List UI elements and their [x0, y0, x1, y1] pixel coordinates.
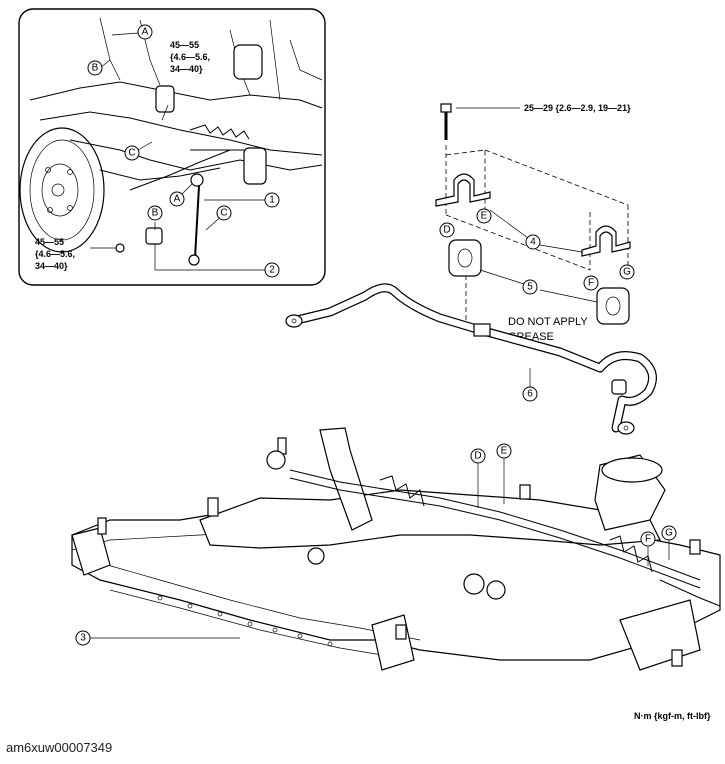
letter-B: B [92, 63, 99, 74]
mount-studs [97, 437, 701, 667]
letter-G-lower: G [661, 525, 677, 560]
callout-6: 6 [522, 386, 538, 402]
grease-note-line-1: DO NOT APPLY [508, 316, 588, 328]
torque-lower-line-2: {4.6—5.6, [35, 249, 75, 259]
callout-5: 5 [522, 279, 538, 295]
svg-text:E: E [481, 211, 488, 222]
torque-label-upper: 45—55 {4.6—5.6, 34—40} [170, 40, 210, 74]
letter-C: C [220, 208, 227, 219]
callout-2: 2 [264, 262, 280, 278]
callout-number-1: 1 [269, 195, 275, 206]
letter-E-upper: E [476, 208, 492, 224]
inset-letter-C-right: C [216, 205, 232, 221]
letter-F-upper: F [583, 275, 599, 291]
svg-text:3: 3 [80, 633, 86, 644]
bushing-left-drawing [448, 239, 482, 277]
letter-C: C [128, 148, 135, 159]
bolt-torque-label: 25—29 {2.6—2.9, 19—21} [524, 103, 631, 113]
letter-A: A [174, 194, 181, 205]
subframe-holes [157, 595, 333, 647]
bracket-right-drawing [581, 225, 631, 257]
brake-disc-drawing [19, 127, 105, 253]
svg-text:F: F [645, 534, 651, 545]
torque-label-lower: 45—55 {4.6—5.6, 34—40} [35, 237, 75, 271]
callout-1: 1 [264, 192, 280, 208]
torque-lower-line-1: 45—55 [35, 237, 64, 247]
letter-G-upper: G [619, 264, 635, 280]
svg-text:E: E [501, 446, 508, 457]
svg-text:G: G [623, 267, 631, 278]
stabilizer-bar-drawing [285, 283, 657, 435]
letter-B: B [152, 208, 159, 219]
svg-text:D: D [474, 451, 481, 462]
inset-letter-A-top: A [137, 24, 153, 40]
letter-D-lower: D [470, 448, 486, 508]
svg-text:6: 6 [527, 389, 533, 400]
bracket-left-drawing [435, 173, 491, 207]
svg-text:4: 4 [530, 237, 536, 248]
inset-letter-B-bottom: B [147, 205, 163, 221]
svg-text:G: G [665, 528, 673, 539]
torque-upper-line-2: {4.6—5.6, [170, 52, 210, 62]
subframe-drawing [71, 427, 721, 671]
letter-F-lower: F [640, 531, 656, 566]
units-label: N·m {kgf-m, ft-lbf} [634, 711, 711, 721]
svg-text:F: F [588, 278, 594, 289]
torque-lower-line-3: 34—40} [35, 261, 68, 271]
letter-D-upper: D [439, 222, 455, 238]
stabilizer-link-drawing [188, 173, 204, 266]
svg-text:D: D [443, 225, 450, 236]
torque-upper-line-3: 34—40} [170, 64, 203, 74]
svg-text:5: 5 [527, 282, 533, 293]
callout-number-2: 2 [269, 265, 275, 276]
torque-upper-line-1: 45—55 [170, 40, 199, 50]
letter-A: A [142, 27, 149, 38]
inset-panel [18, 8, 326, 286]
callout-4: 4 [525, 234, 541, 250]
letter-E-lower: E [496, 443, 512, 504]
bushing-right-drawing [596, 287, 630, 325]
figure-caption: am6xuw00007349 [6, 740, 113, 755]
callout-3: 3 [75, 630, 240, 646]
inset-letter-C-left: C [124, 145, 140, 161]
inset-letter-B-top: B [87, 60, 103, 76]
bolt-drawing [440, 103, 520, 140]
inset-letter-A-bottom: A [169, 191, 185, 207]
